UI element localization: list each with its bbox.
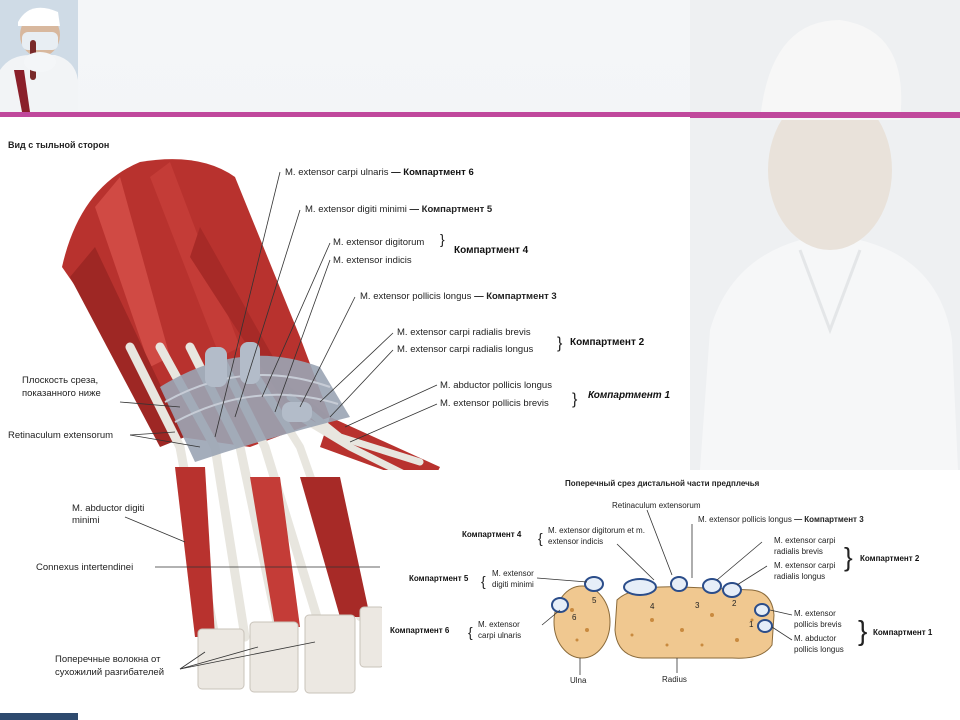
svg-text:6: 6 (572, 613, 577, 622)
inset-label-ecu-line2: carpi ulnaris (478, 631, 521, 640)
inset-brace-c1: } (858, 615, 867, 646)
label-plane-line1: Плоскость среза, (22, 375, 98, 386)
inset-brace-c4: { (538, 530, 543, 546)
brace-c2: } (557, 335, 563, 352)
inset-label-compartment-1: Компартмент 1 (873, 628, 933, 637)
cross-section-bones (553, 585, 775, 659)
label-ecrl: M. extensor carpi radialis longus (397, 344, 533, 355)
inset-label-ed-line2: extensor indicis (548, 537, 603, 546)
inset-label-ecu-line1: M. extensor (478, 620, 520, 629)
finger-cut-ends (197, 606, 385, 694)
svg-text:5: 5 (592, 596, 597, 605)
label-ed: M. extensor digitorum (333, 237, 424, 248)
inset-label-radius: Radius (662, 675, 687, 684)
label-edm: M. extensor digiti minimi — Компартмент … (305, 204, 493, 215)
inset-label-ed-line1: M. extensor digitorum et m. (548, 526, 645, 535)
svg-text:4: 4 (650, 602, 655, 611)
label-fibers-line1: Поперечные волокна от (55, 654, 161, 665)
label-ecu: M. extensor carpi ulnaris — Компартмент … (285, 167, 474, 178)
inset-label-apl-line2: pollicis longus (794, 645, 844, 654)
svg-text:2: 2 (732, 599, 737, 608)
label-adm-line1: M. abductor digiti (72, 503, 144, 514)
inset-label-compartment-6: Компартмент 6 (390, 626, 450, 635)
label-compartment-1: Компартмент 1 (588, 390, 670, 401)
inset-leader-lines (536, 509, 793, 675)
header-doctor-thumbnail (0, 0, 78, 112)
inset-label-ecrb-line2: radialis brevis (774, 547, 823, 556)
figure-title: Вид с тыльной сторон (8, 140, 109, 150)
tendon-sheaths (551, 576, 773, 633)
label-compartment-2: Компартмент 2 (570, 337, 645, 348)
label-ecrb: M. extensor carpi radialis brevis (397, 327, 531, 338)
inset-label-ulna: Ulna (570, 676, 587, 685)
inset-label-epl: M. extensor pollicis longus — Компартмен… (698, 515, 864, 524)
label-epl: M. extensor pollicis longus — Компартмен… (360, 291, 557, 302)
inset-label-epb-line2: pollicis brevis (794, 620, 842, 629)
label-compartment-4: Компартмент 4 (454, 245, 529, 256)
inset-label-compartment-4: Компартмент 4 (462, 530, 522, 539)
cross-section-figure: Поперечный срез дистальной части предпле… (382, 470, 960, 720)
inset-label-compartment-2: Компартмент 2 (860, 554, 920, 563)
inset-label-ecrb-line1: M. extensor carpi (774, 536, 836, 545)
label-plane-line2: показанного ниже (22, 388, 101, 399)
label-apl: M. abductor pollicis longus (440, 380, 552, 391)
main-leader-lines (119, 171, 438, 670)
label-epb: M. extensor pollicis brevis (440, 398, 549, 409)
footer-accent-strip (0, 713, 78, 720)
inset-label-ecrl-line1: M. extensor carpi (774, 561, 836, 570)
label-ei: M. extensor indicis (333, 255, 412, 266)
label-connexus: Connexus intertendinei (36, 562, 133, 573)
dorsal-wrist-figure: Вид с тыльной сторон (0, 117, 690, 720)
retinaculum-extensorum (160, 342, 350, 462)
svg-text:3: 3 (695, 601, 700, 610)
inset-label-apl-line1: M. abductor (794, 634, 837, 643)
inset-label-ecrl-line2: radialis longus (774, 572, 825, 581)
inset-label-epb-line1: M. extensor (794, 609, 836, 618)
compartment-numbers: 1 2 3 4 5 6 (572, 596, 754, 629)
inset-label-edm-line2: digiti minimi (492, 580, 534, 589)
inset-brace-c5: { (481, 573, 486, 589)
svg-text:1: 1 (749, 620, 754, 629)
cross-section-title: Поперечный срез дистальной части предпле… (565, 479, 760, 488)
inset-label-retinaculum: Retinaculum extensorum (612, 501, 701, 510)
label-adm-line2: minimi (72, 515, 99, 526)
inset-brace-c6: { (468, 624, 473, 640)
brace-c1: } (572, 391, 578, 408)
inset-label-compartment-5: Компартмент 5 (409, 574, 469, 583)
inset-brace-c2: } (844, 542, 853, 572)
label-fibers-line2: сухожилий разгибателей (55, 667, 164, 678)
background-doctor-photo (690, 0, 960, 470)
inset-label-edm-line1: M. extensor (492, 569, 534, 578)
brace-c4: } (440, 231, 445, 247)
label-retinaculum: Retinaculum extensorum (8, 430, 113, 441)
header-accent-bar (0, 112, 960, 118)
hand-muscles (175, 467, 370, 637)
